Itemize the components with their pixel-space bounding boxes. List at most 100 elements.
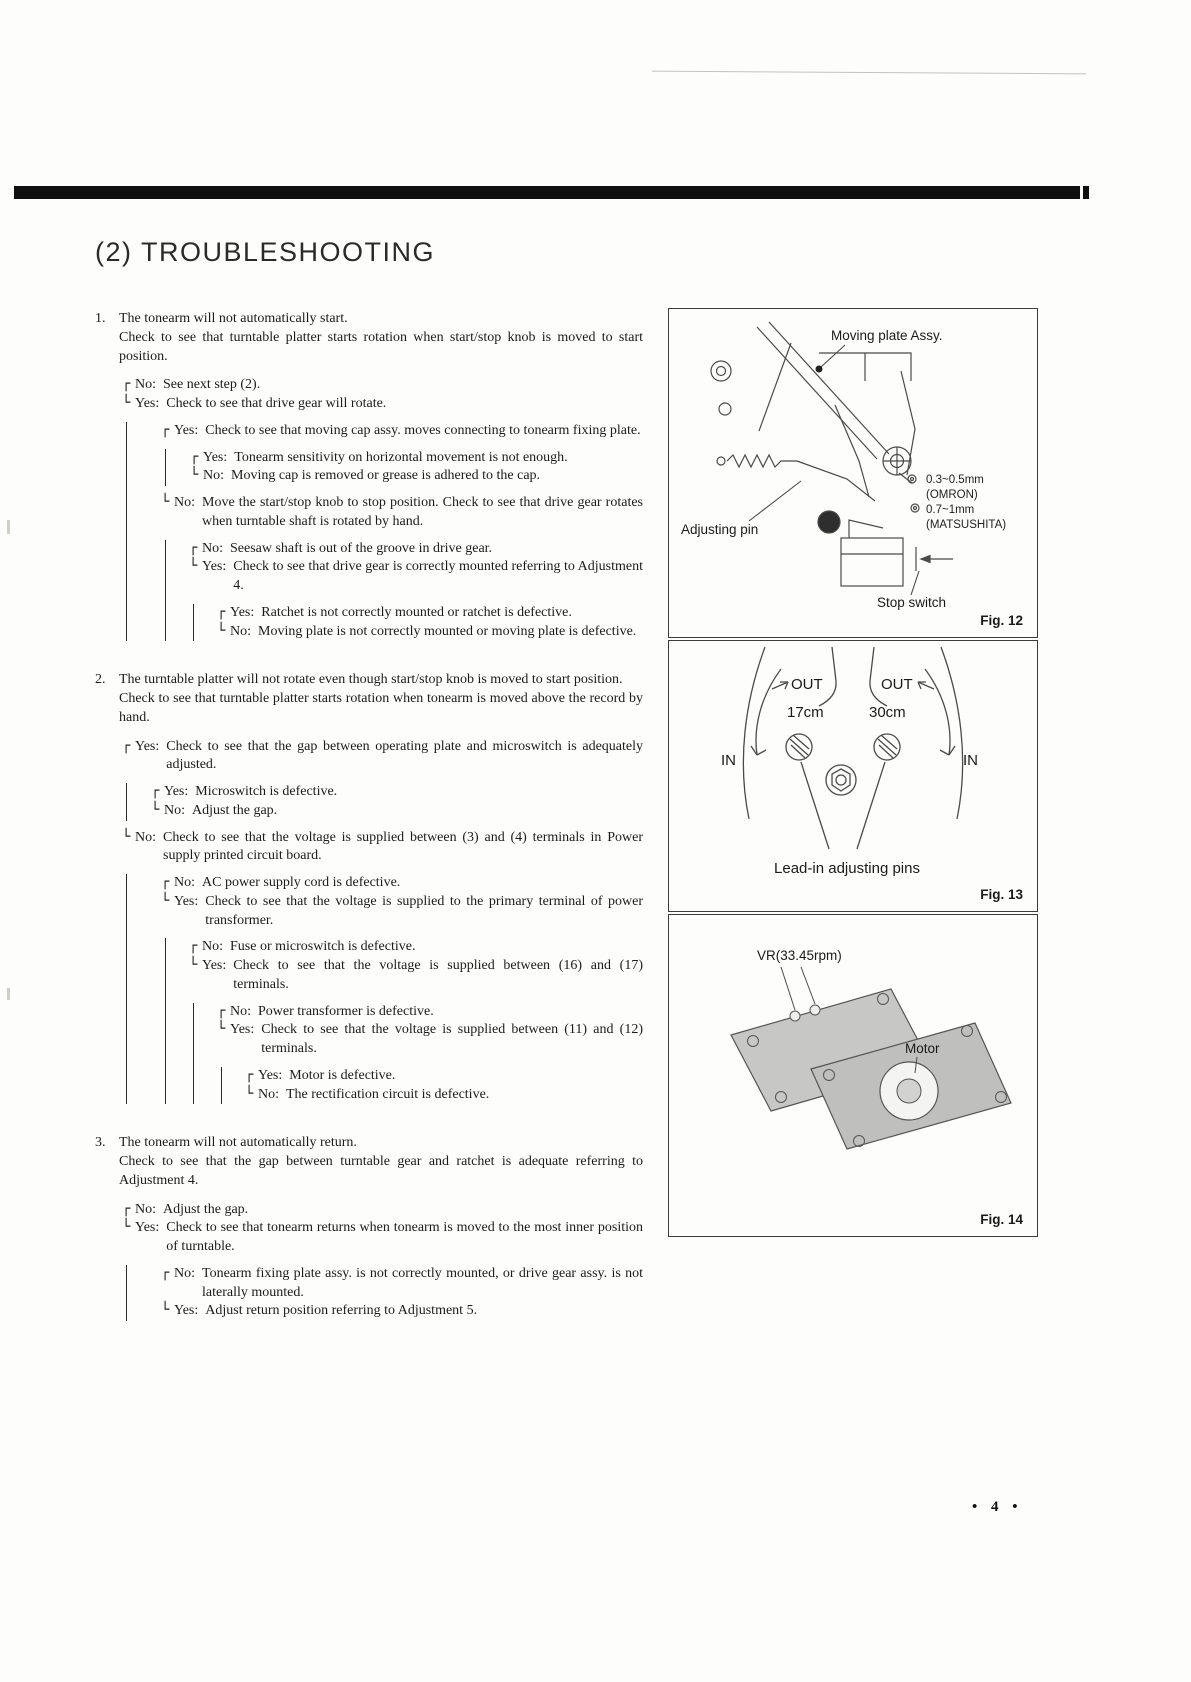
- bracket-bottom-icon: [190, 466, 203, 485]
- page-title: (2) TROUBLESHOOTING: [95, 237, 436, 267]
- branch-text: See next step (2).: [163, 377, 261, 393]
- in-arrow-right: [924, 668, 951, 756]
- screw: [823, 1069, 835, 1081]
- bracket-bottom-icon: [161, 892, 174, 911]
- screw: [775, 1091, 787, 1103]
- figure-12: Moving plate Assy. Adjusting pin 0.3~0.5…: [668, 308, 1038, 638]
- decision-pair: Yes: Ratchet is not correctly mounted or…: [217, 604, 643, 642]
- bracket-top-icon: [190, 448, 203, 467]
- flow-row: No: Move the start/stop knob to stop pos…: [161, 494, 643, 532]
- flow-row: Yes: Check to see that drive gear will r…: [122, 395, 643, 414]
- branch-text: Seesaw shaft is out of the groove in dri…: [230, 540, 493, 556]
- platter-edge-right: [940, 646, 964, 820]
- leader-line: [748, 480, 802, 522]
- decision-pair: Yes: Motor is defective. No: The rectifi…: [245, 1067, 643, 1105]
- branch-text: The rectification circuit is defective.: [286, 1086, 490, 1102]
- branch-label: No:: [202, 939, 223, 955]
- flow-row: No: Seesaw shaft is out of the groove in…: [189, 540, 643, 559]
- item-heading: The tonearm will not automatically start…: [119, 311, 348, 326]
- branch-text: Check to see that the voltage is supplie…: [163, 829, 643, 864]
- figure-13: OUT OUT 17cm 30cm IN IN Lead-in adjustin…: [668, 640, 1038, 912]
- branch-text: Check to see that moving cap assy. moves…: [205, 422, 641, 438]
- bracket-top-icon: [189, 937, 202, 956]
- branch-text: Check to see that tonearm returns when t…: [166, 1220, 643, 1254]
- screw: [995, 1091, 1007, 1103]
- decision-pair: No: Adjust the gap. Yes: Check to see th…: [122, 1201, 643, 1257]
- branch-label: No:: [174, 495, 195, 510]
- decision-subtree: No: Fuse or microswitch is defective. Ye…: [165, 937, 643, 1105]
- gap-spec-line2: (OMRON): [926, 489, 978, 501]
- bracket-bottom-icon: [245, 1085, 258, 1104]
- branch-text: Check to see that drive gear is correctl…: [233, 559, 643, 593]
- moving-plate-dot: [815, 365, 823, 373]
- branch-text: Microswitch is defective.: [195, 784, 338, 799]
- branch-text: Motor is defective.: [289, 1067, 396, 1083]
- decision-pair: No: AC power supply cord is defective. Y…: [161, 874, 643, 930]
- motor-shaft: [896, 1078, 922, 1104]
- branch-label: Yes:: [174, 893, 199, 909]
- fig14-caption: Fig. 14: [980, 1212, 1023, 1227]
- decision-subtree: Yes: Motor is defective. No: The rectifi…: [221, 1066, 643, 1105]
- bracket-top-icon: [217, 603, 230, 622]
- bracket-top-icon: [161, 421, 174, 440]
- section-divider-bar: [14, 186, 1080, 199]
- branch-text: Tonearm sensitivity on horizontal moveme…: [234, 449, 568, 465]
- branch-text: Check to see that drive gear will rotate…: [166, 396, 387, 411]
- branch-text: Check to see that the gap between operat…: [166, 738, 643, 773]
- leader-line: [800, 966, 816, 1005]
- flow-row: Yes: Check to see that drive gear is cor…: [189, 558, 643, 596]
- item-heading-text: The tonearm will not automatically start…: [119, 310, 643, 366]
- branch-label: Yes:: [202, 958, 227, 973]
- branch-label: No:: [258, 1086, 279, 1102]
- bracket-top-icon: [245, 1066, 258, 1085]
- bracket-part: [819, 352, 912, 381]
- bracket-top-icon: [217, 1002, 230, 1021]
- flow-row: Yes: Check to see that the gap between o…: [122, 738, 643, 776]
- flow-row: No: Adjust the gap.: [122, 1201, 643, 1220]
- item-number: 3.: [95, 1135, 106, 1151]
- leader-line: [780, 966, 796, 1011]
- screw: [747, 1035, 759, 1047]
- branch-text: AC power supply cord is defective.: [202, 875, 401, 890]
- decision-subtree: Yes: Microswitch is defective. No: Adjus…: [126, 783, 643, 821]
- bracket-bottom-icon: [161, 1301, 174, 1320]
- bracket-bottom-icon: [217, 622, 230, 641]
- decision-pair: Yes: Check to see that moving cap assy. …: [161, 422, 643, 532]
- decision-tree: No: See next step (2). Yes: Check to see…: [122, 376, 643, 642]
- branch-text: Adjust the gap.: [192, 802, 278, 818]
- bracket-bottom-icon: [151, 801, 164, 820]
- item-heading-block: 2. The turntable platter will not rotate…: [95, 671, 643, 727]
- fig14-drawing: VR(33.45rpm) Motor: [730, 948, 1012, 1150]
- gap-spec-line4: (MATSUSHITA): [926, 519, 1006, 531]
- decision-subtree: No: Tonearm fixing plate assy. is not co…: [126, 1264, 643, 1321]
- bracket-bottom-icon: [161, 493, 174, 512]
- section-divider-bar-tip: [1083, 186, 1089, 199]
- fig12-drawing: Moving plate Assy. Adjusting pin 0.3~0.5…: [681, 321, 1006, 610]
- flow-row: No: The rectification circuit is defecti…: [245, 1086, 643, 1105]
- decision-pair: No: Power transformer is defective. Yes:…: [217, 1003, 643, 1059]
- flow-row: Yes: Check to see that moving cap assy. …: [161, 422, 643, 441]
- leader-line: [800, 761, 830, 850]
- branch-label: Yes:: [174, 1303, 199, 1319]
- gap-spec-line3: 0.7~1mm: [926, 504, 974, 516]
- troubleshooting-flowchart: 1. The tonearm will not automatically st…: [95, 310, 643, 1351]
- flow-row: Yes: Microswitch is defective.: [151, 783, 643, 802]
- figure-14: VR(33.45rpm) Motor Fig. 14: [668, 914, 1038, 1237]
- lead-in-pin-left: [785, 733, 813, 761]
- decision-tree: No: Adjust the gap. Yes: Check to see th…: [122, 1201, 643, 1321]
- screw: [961, 1025, 973, 1037]
- branch-label: No:: [135, 1201, 156, 1217]
- fig13-caption: Fig. 13: [980, 887, 1023, 902]
- branch-label: Yes:: [202, 559, 227, 575]
- branch-label: No:: [174, 875, 195, 890]
- bracket-bottom-icon: [189, 956, 202, 975]
- flow-row: No: Moving cap is removed or grease is a…: [190, 467, 643, 486]
- item-heading-block: 3. The tonearm will not automatically re…: [95, 1134, 643, 1190]
- scan-artifact: [7, 520, 10, 534]
- flow-row: No: Check to see that the voltage is sup…: [122, 829, 643, 867]
- decision-subtree: No: Power transformer is defective. Yes:…: [193, 1002, 643, 1105]
- out-left-label: OUT: [791, 676, 823, 693]
- fig13-drawing: OUT OUT 17cm 30cm IN IN Lead-in adjustin…: [721, 646, 978, 877]
- bracket-top-icon: [189, 539, 202, 558]
- flow-row: No: AC power supply cord is defective.: [161, 874, 643, 893]
